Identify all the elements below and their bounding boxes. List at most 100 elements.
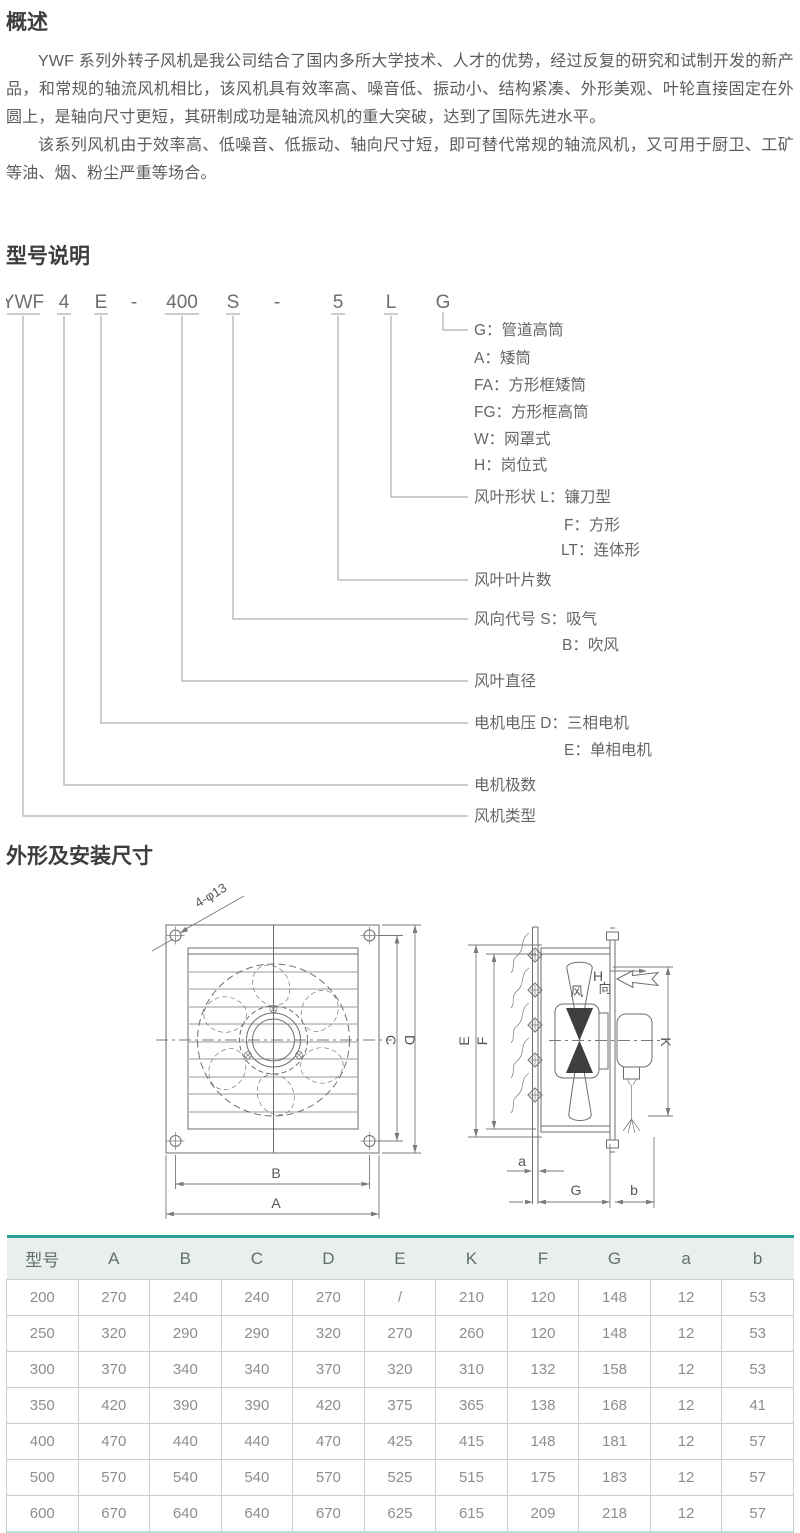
dimension-label-b: b bbox=[630, 1182, 638, 1198]
model-connectors bbox=[22, 312, 468, 817]
cell-K: 415 bbox=[435, 1423, 508, 1460]
hole-callout-label: 4-φ13 bbox=[192, 882, 229, 910]
cell-D: 420 bbox=[292, 1387, 365, 1424]
cell-model: 250 bbox=[6, 1315, 79, 1352]
model-code: YWF 4 E - 400 S - 5 L G bbox=[6, 292, 451, 315]
cell-K: 615 bbox=[435, 1495, 508, 1533]
legend-direction: 风向代号 S：吸气 bbox=[474, 610, 597, 628]
cell-b: 41 bbox=[721, 1387, 794, 1424]
cell-K: 260 bbox=[435, 1315, 508, 1352]
dimension-label-G: G bbox=[571, 1182, 582, 1198]
airflow-direction: 风 向 bbox=[570, 969, 660, 999]
cell-E: 375 bbox=[363, 1387, 437, 1424]
cell-b: 57 bbox=[721, 1495, 794, 1533]
motor bbox=[616, 1013, 653, 1134]
front-view: 4-φ13 C D B bbox=[151, 882, 421, 1219]
cell-a: 12 bbox=[649, 1459, 723, 1496]
cell-F: 120 bbox=[506, 1279, 580, 1316]
cell-model: 500 bbox=[6, 1459, 79, 1496]
side-view: E F bbox=[456, 926, 674, 1208]
cell-F: 120 bbox=[506, 1315, 580, 1352]
cell-G: 158 bbox=[578, 1351, 651, 1388]
cell-E: 425 bbox=[363, 1423, 437, 1460]
cell-C: 240 bbox=[220, 1279, 294, 1316]
cell-E: 270 bbox=[363, 1315, 437, 1352]
dimension-K: K bbox=[613, 966, 674, 1117]
legend-voltage: 电机电压 D：三相电机 bbox=[474, 714, 630, 732]
column-header: A bbox=[78, 1236, 150, 1280]
cell-model: 600 bbox=[6, 1495, 79, 1533]
dimension-C: C bbox=[378, 935, 403, 1142]
airflow-arrow-icon bbox=[615, 969, 660, 989]
legend-casing-fg: FG：方形框高筒 bbox=[474, 403, 589, 421]
cell-B: 440 bbox=[149, 1423, 222, 1460]
model-section: 型号说明 YWF 4 E - 400 S - 5 L G bbox=[6, 244, 794, 826]
code-part-type: YWF bbox=[6, 292, 44, 313]
hub-circle-inner bbox=[252, 1018, 295, 1062]
cell-b: 53 bbox=[721, 1351, 794, 1388]
cell-a: 12 bbox=[649, 1279, 723, 1316]
table-row: 250 320 290 290 320 270 260 120 148 12 5… bbox=[6, 1315, 794, 1352]
code-part-voltage: E bbox=[95, 292, 108, 313]
dimension-D: D bbox=[382, 924, 421, 1154]
louver-plate bbox=[510, 926, 543, 1204]
legend-casing-a: A：矮筒 bbox=[474, 349, 531, 367]
dimension-label-K: K bbox=[658, 1037, 674, 1047]
outer-plate bbox=[165, 924, 380, 1154]
cell-G: 168 bbox=[578, 1387, 651, 1424]
dimensions-table: 型号 A B C D E K F G a b bbox=[6, 1235, 794, 1533]
cell-D: 570 bbox=[292, 1459, 365, 1496]
cell-A: 370 bbox=[77, 1351, 151, 1388]
cell-K: 365 bbox=[435, 1387, 508, 1424]
cell-K: 310 bbox=[435, 1351, 508, 1388]
legend-poles: 电机极数 bbox=[474, 776, 537, 794]
dimension-label-C: C bbox=[383, 1035, 399, 1045]
plate-bolts bbox=[527, 947, 543, 1103]
column-header: K bbox=[435, 1236, 508, 1280]
cell-model: 200 bbox=[6, 1279, 79, 1316]
column-header: B bbox=[149, 1236, 222, 1280]
cell-model: 350 bbox=[6, 1387, 79, 1424]
table-header-row: 型号 A B C D E K F G a b bbox=[6, 1236, 794, 1280]
cell-F: 209 bbox=[506, 1495, 580, 1533]
dimension-label-D: D bbox=[402, 1035, 418, 1045]
cell-K: 210 bbox=[435, 1279, 508, 1316]
table-row: 600 670 640 640 670 625 615 209 218 12 5… bbox=[6, 1495, 794, 1533]
column-header: G bbox=[578, 1236, 651, 1280]
cell-C: 340 bbox=[220, 1351, 294, 1388]
cell-E: 625 bbox=[363, 1495, 437, 1533]
cell-G: 148 bbox=[578, 1315, 651, 1352]
cell-model: 400 bbox=[6, 1423, 79, 1460]
cell-D: 320 bbox=[292, 1315, 365, 1352]
legend-casing-fa: FA：方形框矮筒 bbox=[474, 376, 586, 394]
column-header: 型号 bbox=[6, 1236, 79, 1280]
legend-blade-shape-f: F：方形 bbox=[564, 516, 620, 534]
overview-paragraph-1: YWF 系列外转子风机是我公司结合了国内多所大学技术、人才的优势，经过反复的研究… bbox=[6, 53, 794, 126]
cell-G: 181 bbox=[578, 1423, 651, 1460]
support-bolts bbox=[606, 927, 619, 1153]
motor-support-plate bbox=[609, 939, 616, 1141]
code-dash-2: - bbox=[274, 292, 280, 313]
cell-b: 57 bbox=[721, 1459, 794, 1496]
cell-a: 12 bbox=[649, 1351, 723, 1388]
cell-model: 300 bbox=[6, 1351, 79, 1388]
cell-G: 218 bbox=[578, 1495, 651, 1533]
legend-blade-shape: 风叶形状 L：镰刀型 bbox=[474, 488, 611, 506]
table-row: 200 270 240 240 270 / 210 120 148 12 53 bbox=[6, 1279, 794, 1316]
column-header: a bbox=[650, 1236, 722, 1280]
louver-flaps bbox=[510, 932, 530, 1114]
cable-wires bbox=[622, 1118, 641, 1134]
code-part-casing: G bbox=[436, 292, 451, 313]
code-dash-1: - bbox=[131, 292, 137, 313]
cell-C: 390 bbox=[220, 1387, 294, 1424]
wind-char-2: 向 bbox=[598, 981, 611, 996]
cell-B: 540 bbox=[149, 1459, 222, 1496]
cell-E: 525 bbox=[363, 1459, 437, 1496]
legend-blade-count: 风叶叶片数 bbox=[474, 571, 552, 589]
code-part-direction: S bbox=[227, 292, 240, 313]
cell-F: 132 bbox=[506, 1351, 580, 1388]
fan-housing bbox=[540, 927, 619, 1153]
cell-a: 12 bbox=[649, 1495, 723, 1533]
legend-fan-type: 风机类型 bbox=[474, 807, 536, 825]
cell-B: 290 bbox=[149, 1315, 222, 1352]
